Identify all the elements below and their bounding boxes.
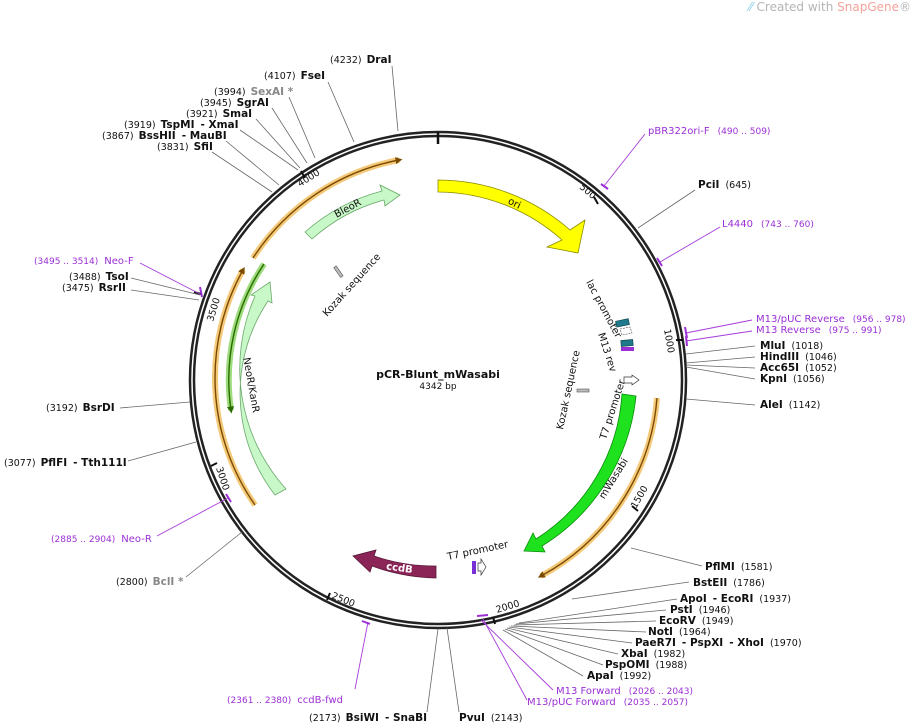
orf-arc-1-halo bbox=[250, 157, 400, 260]
enzyme-acc65i[interactable]: Acc65I(1052) bbox=[760, 362, 837, 374]
feature-t7-promoter-2-label: T7 promoter bbox=[445, 539, 510, 563]
feature-neor[interactable] bbox=[239, 281, 287, 496]
ruler-tick-4000: 4000 bbox=[296, 167, 322, 189]
feature-ori-label: ori bbox=[506, 196, 523, 212]
enzyme-noti[interactable]: NotI(1964) bbox=[648, 626, 711, 638]
feature-kozak-1-label: Kozak sequence bbox=[321, 252, 383, 319]
enzyme-pcii[interactable]: PciI(645) bbox=[698, 179, 751, 191]
enzyme-sfii[interactable]: (3831)SfiI bbox=[157, 141, 213, 153]
enzyme-mlui[interactable]: MluI(1018) bbox=[760, 340, 823, 352]
primer-neo-f[interactable]: (3495 .. 3514)Neo-F bbox=[34, 256, 134, 267]
primer-m13-reverse[interactable]: M13 Reverse(975 .. 991) bbox=[756, 325, 882, 336]
feature-bleor-label: BleoR bbox=[333, 197, 364, 220]
enzyme-bsteii[interactable]: BstEII(1786) bbox=[693, 577, 765, 589]
enzyme-kpni[interactable]: KpnI(1056) bbox=[760, 373, 825, 385]
enzyme-pflmi[interactable]: PflMI(1581) bbox=[705, 561, 772, 573]
orf-arc-3 bbox=[214, 266, 256, 506]
enzyme-apoi-ecori[interactable]: ApoI- EcoRI(1937) bbox=[680, 593, 791, 605]
primer-pbr322ori-f[interactable]: pBR322ori-F(490 .. 509) bbox=[648, 126, 770, 137]
primer-site-m13fwd bbox=[472, 561, 476, 574]
feature-bleor[interactable] bbox=[304, 184, 401, 240]
primer-ccdb-fwd[interactable]: (2361 .. 2380)ccdB-fwd bbox=[227, 695, 343, 706]
feature-ccdb[interactable] bbox=[352, 549, 437, 579]
enzyme-alei[interactable]: AleI(1142) bbox=[760, 399, 820, 411]
watermark-brand: SnapGene bbox=[837, 0, 899, 14]
enzyme-tspmi-xmai[interactable]: (3919)TspMI- XmaI bbox=[124, 119, 239, 131]
enzyme-pflfi-tth111i[interactable]: (3077)PflFI- Tth111I bbox=[4, 457, 127, 469]
enzyme-hindiii[interactable]: HindIII(1046) bbox=[760, 351, 837, 363]
enzyme-psponi[interactable]: PspOMI(1988) bbox=[605, 659, 687, 671]
primer-m13-forward[interactable]: M13 Forward(2026 .. 2043) bbox=[556, 686, 693, 697]
primer-site-m13rev bbox=[621, 347, 634, 351]
enzyme-xbai[interactable]: XbaI(1982) bbox=[621, 648, 685, 660]
enzyme-pvui[interactable]: PvuI(2143) bbox=[459, 712, 523, 724]
enzyme-apai[interactable]: ApaI(1992) bbox=[587, 670, 651, 682]
enzyme-drai[interactable]: (4232)DraI bbox=[330, 54, 391, 66]
enzyme-bsrdi[interactable]: (3192)BsrDI bbox=[46, 402, 115, 414]
watermark-mark: ® bbox=[899, 0, 911, 14]
enzyme-paer7i-pspxi-xhoi[interactable]: PaeR7I- PspXI- XhoI(1970) bbox=[635, 637, 802, 649]
plasmid-length: 4342 bp bbox=[419, 382, 456, 392]
primer-m13puc-forward[interactable]: M13/pUC Forward(2035 .. 2057) bbox=[527, 697, 688, 708]
enzyme-bsiwi-snabi[interactable]: (2173)BsiWI- SnaBI bbox=[309, 712, 427, 724]
primer-neo-r[interactable]: (2885 .. 2904)Neo-R bbox=[51, 534, 152, 545]
enzyme-rsrii[interactable]: (3475)RsrII bbox=[62, 282, 126, 294]
enzyme-fsei[interactable]: (4107)FseI bbox=[264, 70, 325, 82]
enzyme-sexai[interactable]: (3994)SexAI * bbox=[214, 86, 294, 98]
enzyme-psti[interactable]: PstI(1946) bbox=[670, 604, 730, 616]
primer-l4440[interactable]: L4440(743 .. 760) bbox=[722, 219, 814, 230]
feature-mwasabi[interactable] bbox=[523, 393, 637, 553]
watermark: ⁄⁄ Created with SnapGene® bbox=[749, 0, 911, 14]
enzyme-labels: (4232)DraI (4107)FseI (3994)SexAI * (394… bbox=[4, 54, 837, 724]
enzyme-smai[interactable]: (3921)SmaI bbox=[186, 108, 252, 120]
watermark-prefix: Created with bbox=[756, 0, 838, 14]
enzyme-sgrai[interactable]: (3945)SgrAI bbox=[200, 97, 269, 109]
enzyme-ecorv[interactable]: EcoRV(1949) bbox=[659, 615, 733, 627]
ruler-tick-2500: 2500 bbox=[330, 591, 357, 610]
feature-t7-promoter-2[interactable] bbox=[477, 557, 487, 577]
watermark-icon: ⁄⁄ bbox=[748, 0, 757, 14]
feature-cap-site bbox=[619, 326, 633, 336]
orf-arc-1 bbox=[252, 157, 403, 259]
enzyme-bcli[interactable]: (2800)BclI * bbox=[116, 576, 184, 588]
feature-ccdb-label: ccdB bbox=[385, 561, 413, 576]
feature-m13-rev[interactable] bbox=[620, 339, 634, 347]
orf-arc-2 bbox=[537, 397, 658, 578]
primer-leaders bbox=[139, 133, 753, 701]
primer-labels: pBR322ori-F(490 .. 509) L4440(743 .. 760… bbox=[34, 126, 906, 708]
feature-ori[interactable] bbox=[437, 179, 586, 254]
feature-kozak-2[interactable] bbox=[576, 388, 590, 393]
orf-arc-4 bbox=[227, 263, 265, 414]
primer-m13puc-reverse[interactable]: M13/pUC Reverse(956 .. 978) bbox=[756, 314, 906, 325]
plasmid-name: pCR-Blunt_mWasabi bbox=[376, 368, 500, 381]
feature-lac-promoter[interactable] bbox=[615, 318, 630, 328]
enzyme-leaders bbox=[119, 65, 756, 713]
ruler-tick-1000: 1000 bbox=[661, 328, 676, 354]
enzyme-bsshii-maubi[interactable]: (3867)BssHII- MauBI bbox=[102, 130, 227, 142]
enzyme-tsoi[interactable]: (3488)TsoI bbox=[69, 271, 129, 283]
feature-t7-promoter-1[interactable] bbox=[623, 374, 640, 386]
orf-arcs bbox=[212, 157, 660, 579]
feature-kozak-1[interactable] bbox=[333, 265, 344, 278]
